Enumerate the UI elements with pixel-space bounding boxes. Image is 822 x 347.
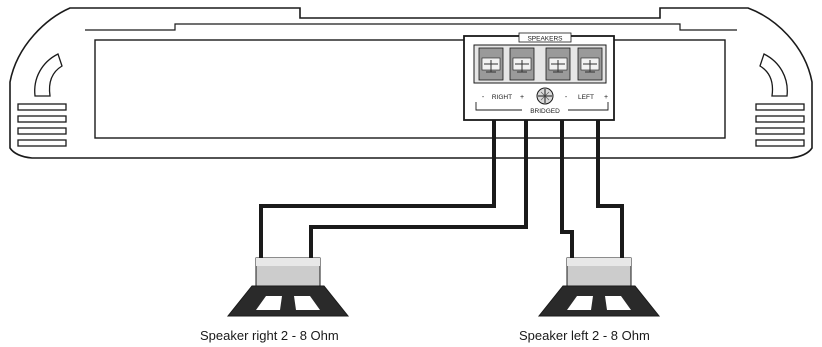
- right-plus-sign: +: [520, 94, 524, 101]
- right-heatsink: [755, 53, 805, 147]
- terminal-2: [509, 47, 535, 81]
- left-plus-sign: +: [604, 94, 608, 101]
- wire-right-negative: [259, 120, 496, 258]
- terminal-1: [478, 47, 504, 81]
- wire-left-negative: [560, 120, 574, 258]
- left-minus-sign: -: [565, 94, 568, 101]
- speakers-label-box: [518, 32, 572, 43]
- bridge-symbol: [536, 87, 554, 105]
- speaker-right-icon: [226, 257, 350, 317]
- left-heatsink: [17, 53, 67, 147]
- amplifier-inner-panel: [94, 39, 726, 139]
- amplifier-ridge: [85, 23, 737, 31]
- bridged-label: BRIDGED: [530, 108, 560, 115]
- terminal-3: [545, 47, 571, 81]
- amplifier-housing: [9, 7, 813, 159]
- right-minus-sign: -: [482, 94, 485, 101]
- wire-left-positive: [596, 120, 624, 258]
- speaker-left-caption: Speaker left 2 - 8 Ohm: [519, 328, 650, 343]
- left-channel-label: LEFT: [578, 94, 594, 101]
- speaker-left-icon: [537, 257, 661, 317]
- terminal-4: [577, 47, 603, 81]
- speakers-label: SPEAKERS: [527, 36, 563, 43]
- speaker-right-caption: Speaker right 2 - 8 Ohm: [200, 328, 339, 343]
- wire-right-positive: [309, 120, 528, 258]
- bridged-label-box: [522, 106, 568, 114]
- right-channel-label: RIGHT: [492, 94, 512, 101]
